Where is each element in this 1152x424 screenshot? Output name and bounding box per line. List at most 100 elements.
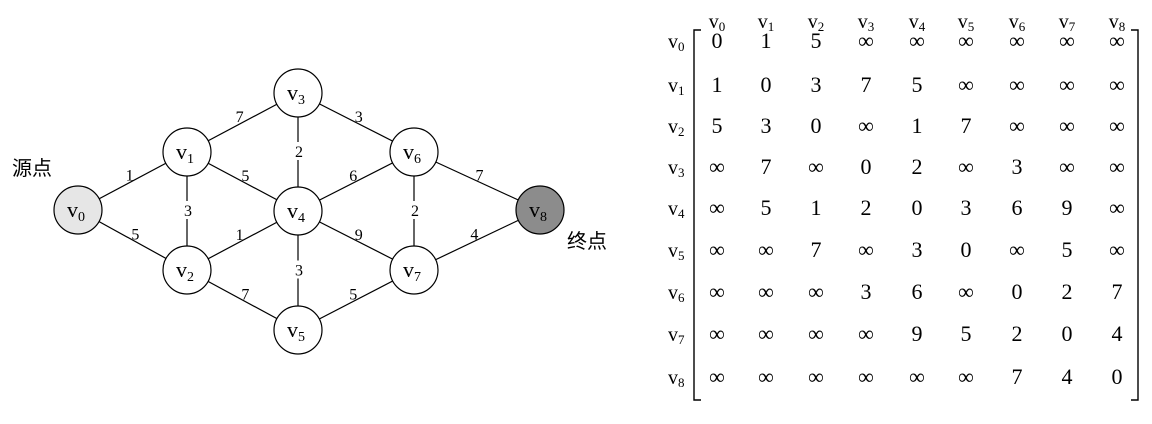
node-label-v1: v1 bbox=[176, 139, 194, 167]
matrix-cell: 0 bbox=[761, 72, 772, 97]
edge-weight-v1-v3: 7 bbox=[236, 109, 244, 126]
matrix-cell: 6 bbox=[912, 279, 923, 304]
matrix-cell: 5 bbox=[1062, 237, 1073, 262]
matrix-cell: ∞ bbox=[808, 279, 824, 304]
matrix-cell: 0 bbox=[712, 28, 723, 53]
matrix-row-header-v6: v6 bbox=[668, 282, 685, 305]
matrix-col-header-v4: v4 bbox=[909, 11, 926, 34]
target-label: 终点 bbox=[567, 229, 607, 253]
matrix-cell: 2 bbox=[1062, 279, 1073, 304]
matrix-cell: 5 bbox=[961, 321, 972, 346]
node-v4 bbox=[273, 186, 323, 236]
matrix-cell: 5 bbox=[912, 72, 923, 97]
matrix-cell: ∞ bbox=[709, 321, 725, 346]
matrix-cell: 3 bbox=[761, 113, 772, 138]
matrix-cell: ∞ bbox=[808, 364, 824, 389]
matrix-cell: ∞ bbox=[958, 28, 974, 53]
matrix-cell: ∞ bbox=[858, 28, 874, 53]
node-label-v4: v4 bbox=[287, 198, 305, 226]
matrix-col-header-v3: v3 bbox=[858, 11, 875, 34]
matrix-cell: ∞ bbox=[1109, 195, 1125, 220]
matrix-row-header-v4: v4 bbox=[668, 198, 685, 221]
matrix-cell: ∞ bbox=[1059, 154, 1075, 179]
matrix-cell: ∞ bbox=[858, 113, 874, 138]
edge-weight-v3-v6: 3 bbox=[355, 109, 363, 126]
matrix-cell: 7 bbox=[761, 154, 772, 179]
matrix-cell: ∞ bbox=[709, 195, 725, 220]
matrix-cell: 0 bbox=[861, 154, 872, 179]
edge-weight-v0-v1: 1 bbox=[126, 168, 134, 185]
source-label: 源点 bbox=[12, 156, 52, 180]
matrix-cell: ∞ bbox=[958, 154, 974, 179]
node-label-v7: v7 bbox=[403, 257, 421, 285]
edge-weight-v2-v4: 1 bbox=[236, 227, 244, 244]
matrix-cell: ∞ bbox=[1109, 237, 1125, 262]
matrix-row-header-v3: v3 bbox=[668, 157, 685, 180]
matrix-cell: ∞ bbox=[758, 237, 774, 262]
node-v3 bbox=[273, 68, 323, 118]
matrix-cell: ∞ bbox=[709, 279, 725, 304]
matrix-cell: 5 bbox=[811, 28, 822, 53]
edge-weight-bg bbox=[182, 201, 194, 219]
matrix-cell: ∞ bbox=[758, 321, 774, 346]
edge-weight-bg bbox=[293, 142, 305, 160]
matrix-col-header-v2: v2 bbox=[808, 11, 825, 34]
matrix-cell: ∞ bbox=[1059, 72, 1075, 97]
matrix-cell: 1 bbox=[912, 113, 923, 138]
matrix-cell: ∞ bbox=[1009, 237, 1025, 262]
edge-weight-v1-v4: 5 bbox=[241, 168, 249, 185]
edge-weight-v2-v5: 7 bbox=[241, 287, 249, 304]
matrix-cell: ∞ bbox=[909, 364, 925, 389]
matrix-col-header-v6: v6 bbox=[1009, 11, 1026, 34]
matrix-cell: 7 bbox=[811, 237, 822, 262]
matrix-cell: ∞ bbox=[1059, 113, 1075, 138]
matrix-cell: ∞ bbox=[1109, 113, 1125, 138]
matrix-cell: 1 bbox=[761, 28, 772, 53]
matrix-col-header-v5: v5 bbox=[958, 11, 975, 34]
matrix-cell: ∞ bbox=[958, 279, 974, 304]
edge-weight-v6-v7: 2 bbox=[411, 203, 419, 220]
node-label-v0: v0 bbox=[67, 197, 85, 225]
matrix-cell: 7 bbox=[1112, 279, 1123, 304]
matrix-row-header-v0: v0 bbox=[668, 31, 685, 54]
matrix-cell: ∞ bbox=[808, 154, 824, 179]
matrix-row-header-v7: v7 bbox=[668, 324, 685, 347]
matrix-cell: 1 bbox=[712, 72, 723, 97]
matrix-cell: ∞ bbox=[1009, 28, 1025, 53]
matrix-left-bracket bbox=[693, 29, 701, 401]
matrix-cell: 3 bbox=[811, 72, 822, 97]
matrix-cell: 3 bbox=[1012, 154, 1023, 179]
matrix-cell: 4 bbox=[1062, 364, 1073, 389]
node-v7 bbox=[389, 245, 439, 295]
edge-weight-v7-v8: 4 bbox=[470, 227, 478, 244]
matrix-right-bracket bbox=[1131, 29, 1139, 401]
node-label-v2: v2 bbox=[176, 257, 194, 285]
matrix-cell: 5 bbox=[761, 195, 772, 220]
matrix-cell: ∞ bbox=[758, 364, 774, 389]
matrix-cell: 7 bbox=[961, 113, 972, 138]
matrix-col-header-v7: v7 bbox=[1059, 11, 1076, 34]
matrix-cell: 2 bbox=[1012, 321, 1023, 346]
matrix-cell: ∞ bbox=[1109, 154, 1125, 179]
matrix-cell: 0 bbox=[1062, 321, 1073, 346]
matrix-cell: 9 bbox=[1062, 195, 1073, 220]
matrix-cell: ∞ bbox=[758, 279, 774, 304]
node-v0 bbox=[53, 185, 103, 235]
node-v5 bbox=[273, 305, 323, 355]
node-label-v3: v3 bbox=[287, 80, 305, 108]
node-v6 bbox=[389, 127, 439, 177]
matrix-cell: 0 bbox=[912, 195, 923, 220]
matrix-cell: ∞ bbox=[808, 321, 824, 346]
matrix-cell: 7 bbox=[861, 72, 872, 97]
matrix-row-header-v1: v1 bbox=[668, 75, 685, 98]
matrix-cell: 5 bbox=[712, 113, 723, 138]
matrix-cell: ∞ bbox=[1109, 72, 1125, 97]
node-label-v6: v6 bbox=[403, 139, 421, 167]
edge-weight-v5-v7: 5 bbox=[349, 287, 357, 304]
matrix-cell: 0 bbox=[1012, 279, 1023, 304]
matrix-cell: ∞ bbox=[958, 72, 974, 97]
matrix-cell: ∞ bbox=[909, 28, 925, 53]
